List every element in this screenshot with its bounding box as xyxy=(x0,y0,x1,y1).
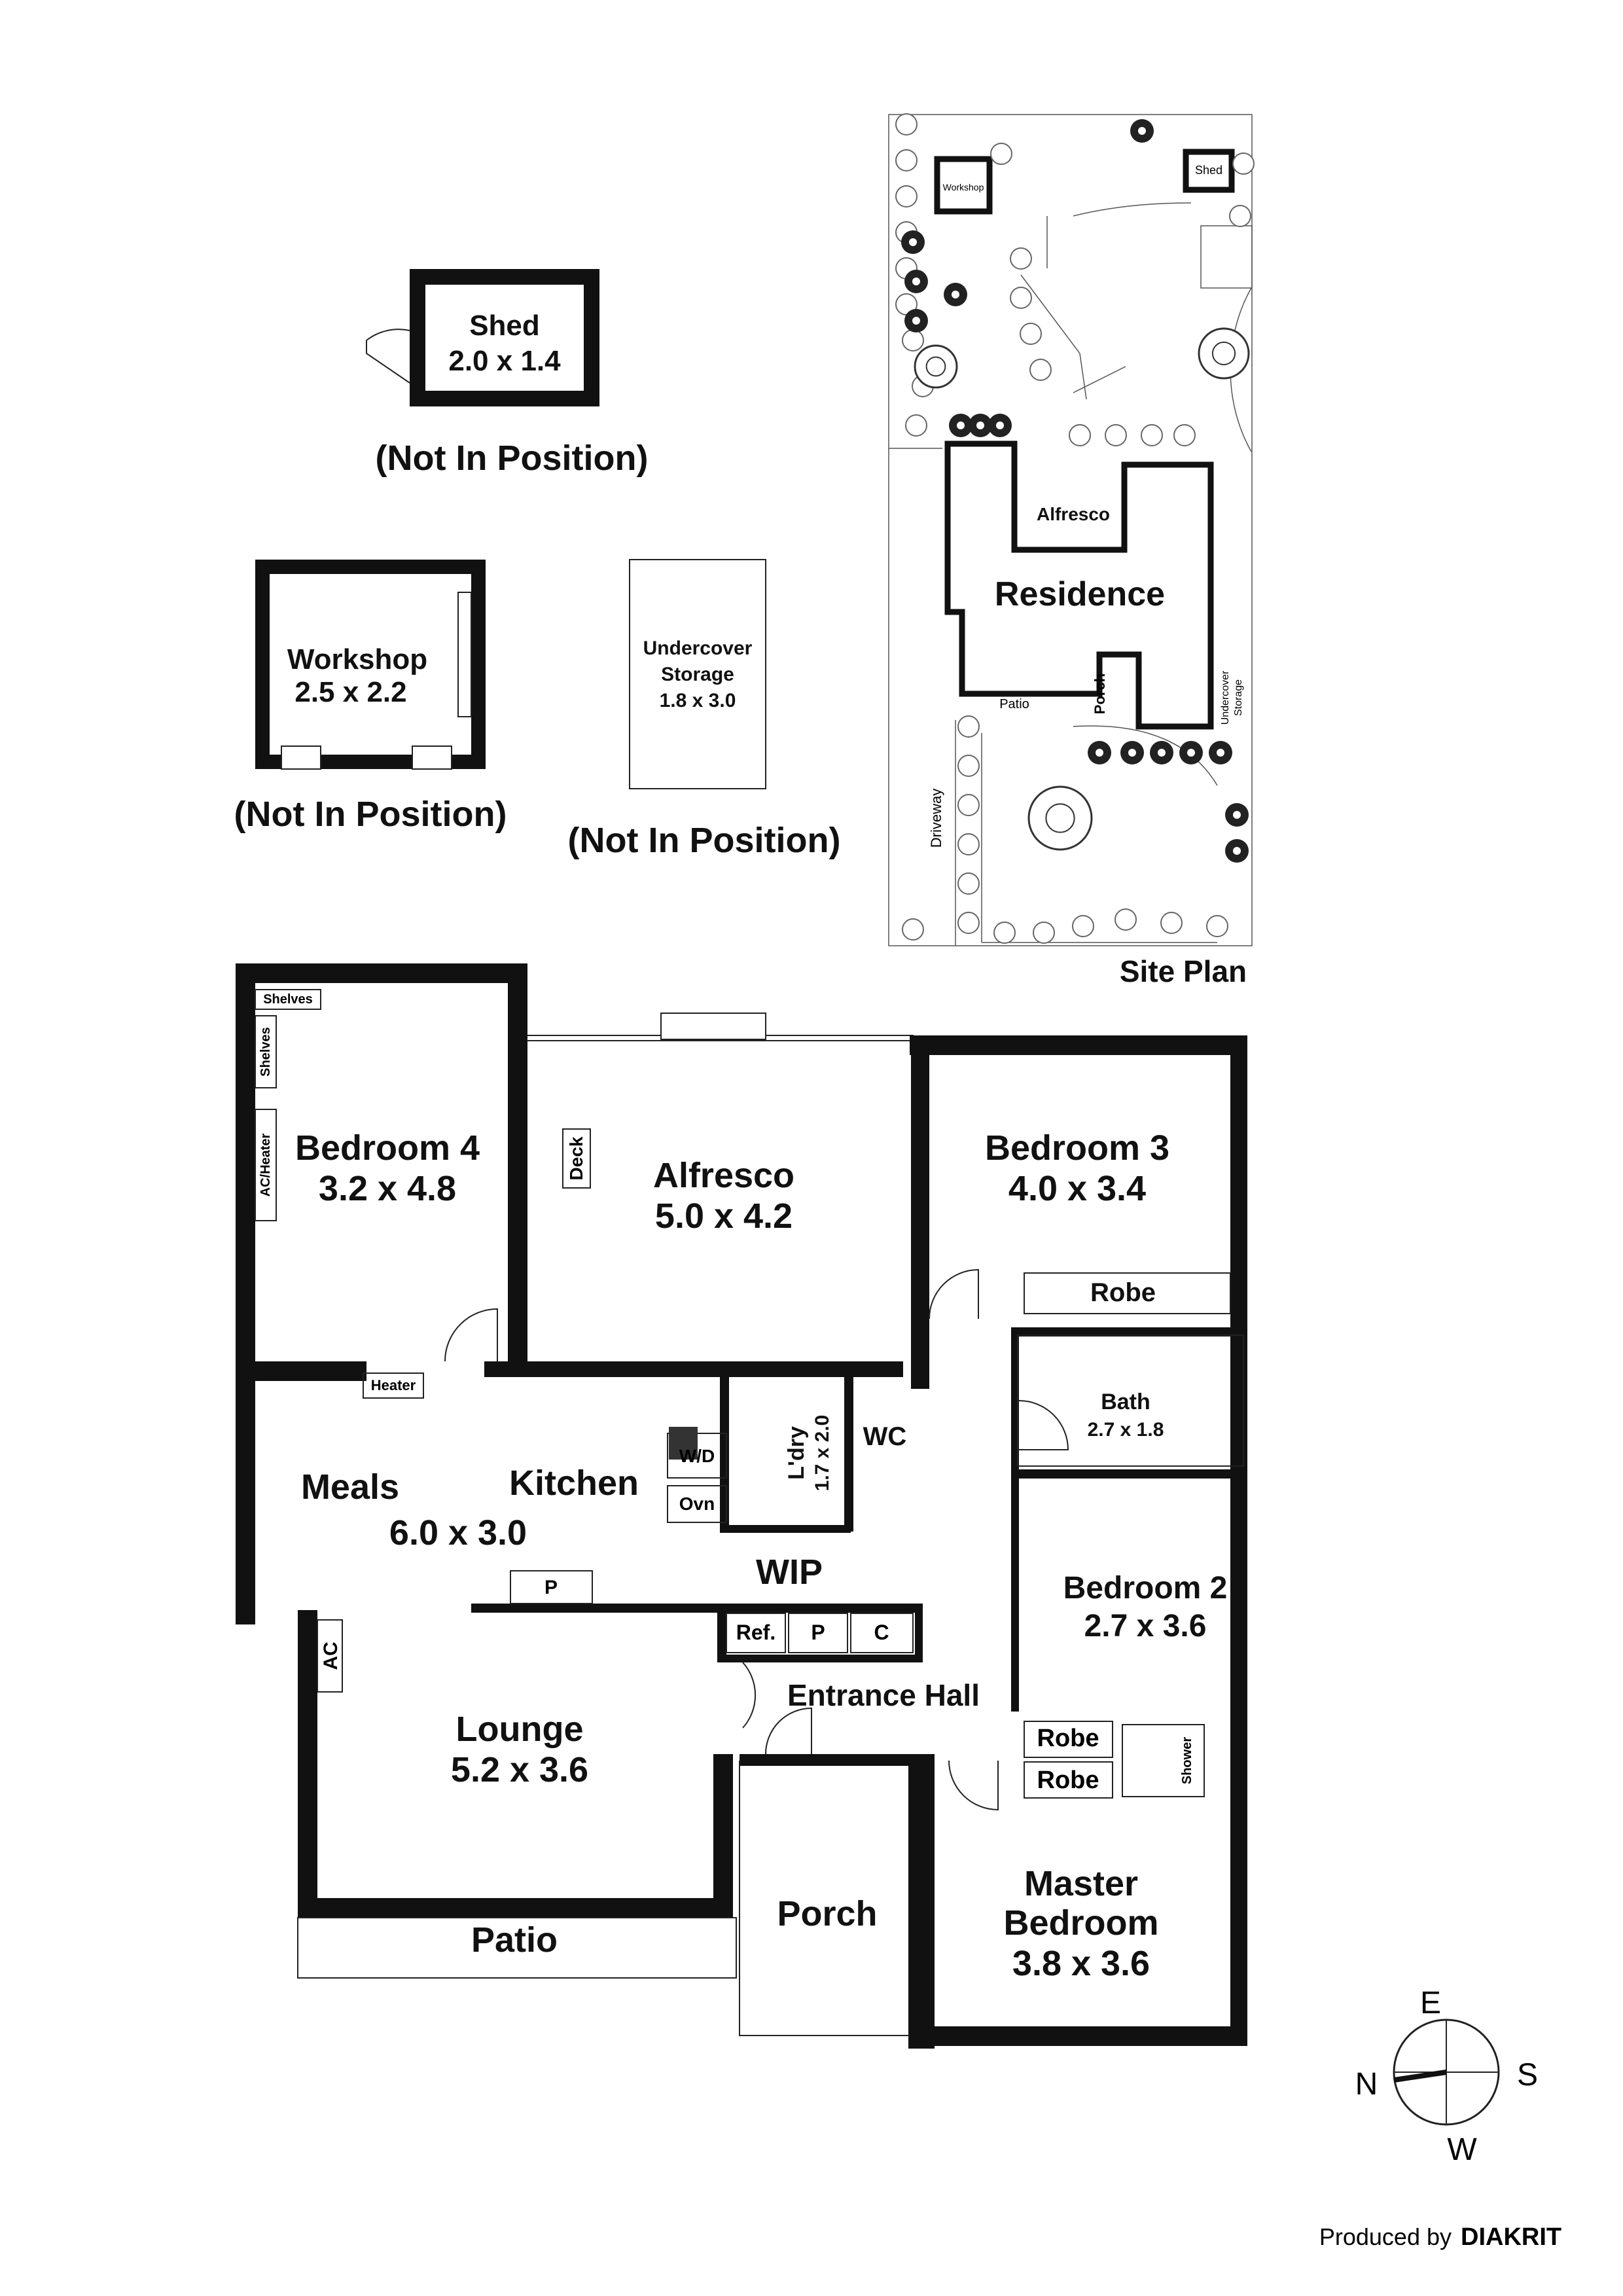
site-porch-label: Porch xyxy=(1092,673,1108,714)
laundry-size: 1.7 x 2.0 xyxy=(812,1415,833,1492)
master-label-line1: Master xyxy=(1024,1864,1138,1903)
oven-label: Ovn xyxy=(679,1494,715,1514)
bedroom4-size: 3.2 x 4.8 xyxy=(319,1169,456,1208)
bedroom2-label: Bedroom 2 xyxy=(1063,1571,1228,1605)
porch-label: Porch xyxy=(777,1894,877,1933)
robe-master1-label: Robe xyxy=(1037,1725,1099,1752)
bedroom3-size: 4.0 x 3.4 xyxy=(1008,1169,1146,1208)
ref-label: Ref. xyxy=(736,1621,776,1644)
compass-n: N xyxy=(1355,2067,1378,2102)
bedroom2-size: 2.7 x 3.6 xyxy=(1084,1609,1207,1643)
shower-label: Shower xyxy=(1180,1737,1194,1784)
alfresco-size: 5.0 x 4.2 xyxy=(655,1196,793,1236)
heater-label: Heater xyxy=(371,1377,416,1393)
shed-size: 2.0 x 1.4 xyxy=(448,345,561,377)
robe-b3-label: Robe xyxy=(1090,1278,1156,1307)
credit: Produced by DIAKRIT xyxy=(1319,2223,1561,2251)
robe-master2-label: Robe xyxy=(1037,1767,1099,1794)
storage-label-line2: Storage xyxy=(661,664,734,685)
wip-label: WIP xyxy=(756,1552,823,1592)
compass-needle xyxy=(1393,2070,1447,2083)
shed-label: Shed xyxy=(469,310,540,342)
meals-label: Meals xyxy=(301,1467,399,1507)
master-label-line2: Bedroom xyxy=(1003,1903,1158,1943)
pantry-kitchen-label: P xyxy=(544,1577,558,1598)
master-size: 3.8 x 3.6 xyxy=(1012,1944,1150,1983)
compass: E S N W xyxy=(1355,1986,1538,2167)
site-residence-label: Residence xyxy=(995,575,1165,613)
bath-label: Bath xyxy=(1101,1390,1150,1414)
credit-brand: DIAKRIT xyxy=(1461,2223,1561,2251)
shelves-top-label: Shelves xyxy=(263,992,313,1007)
storage-outbuilding: Undercover Storage 1.8 x 3.0 (Not In Pos… xyxy=(568,559,841,860)
ac-heater-label: AC/Heater xyxy=(259,1133,273,1196)
workshop-size: 2.5 x 2.2 xyxy=(294,676,406,708)
workshop-note: (Not In Position) xyxy=(234,795,507,834)
lounge-label: Lounge xyxy=(456,1710,584,1749)
compass-s: S xyxy=(1517,2058,1538,2092)
shed-outbuilding: Shed 2.0 x 1.4 (Not In Position) xyxy=(366,269,648,478)
wd-label: W/D xyxy=(679,1446,715,1466)
bedroom4-label: Bedroom 4 xyxy=(295,1128,480,1168)
site-patio-label: Patio xyxy=(999,697,1029,711)
compass-w: W xyxy=(1447,2132,1477,2167)
shelves-side-label: Shelves xyxy=(259,1027,273,1077)
pantry-wip-label: P xyxy=(811,1621,825,1644)
site-plan: Workshop Shed Alfresco Residence Patio P… xyxy=(888,113,1255,988)
wc-label: WC xyxy=(863,1422,907,1451)
ac-label: AC xyxy=(320,1641,342,1670)
alfresco-label: Alfresco xyxy=(653,1156,794,1195)
site-storage-label2: Storage xyxy=(1233,679,1244,716)
site-shed-label: Shed xyxy=(1195,164,1222,177)
deck-label: Deck xyxy=(566,1136,586,1180)
site-workshop-label: Workshop xyxy=(943,182,984,192)
storage-label-line1: Undercover xyxy=(643,637,753,659)
site-storage-label1: Undercover xyxy=(1220,670,1231,725)
bath-size: 2.7 x 1.8 xyxy=(1088,1419,1164,1441)
entrance-hall-label: Entrance Hall xyxy=(787,1678,980,1712)
laundry-label: L'dry xyxy=(784,1426,809,1480)
site-alfresco-label: Alfresco xyxy=(1037,504,1110,524)
site-vegetation xyxy=(895,113,1255,944)
patio-label: Patio xyxy=(471,1920,558,1960)
bedroom3-label: Bedroom 3 xyxy=(985,1128,1169,1168)
cupboard-label: C xyxy=(874,1621,889,1644)
storage-size: 1.8 x 3.0 xyxy=(660,690,736,711)
storage-note: (Not In Position) xyxy=(568,821,841,860)
lounge-size: 5.2 x 3.6 xyxy=(451,1750,588,1789)
site-driveway-label: Driveway xyxy=(928,789,944,848)
credit-prefix: Produced by xyxy=(1319,2223,1452,2250)
compass-e: E xyxy=(1420,1986,1441,2020)
kitchen-label: Kitchen xyxy=(509,1463,639,1503)
shed-note: (Not In Position) xyxy=(376,439,649,478)
site-plan-caption: Site Plan xyxy=(1120,954,1247,988)
main-floor-plan: Bedroom 4 3.2 x 4.8 Alfresco 5.0 x 4.2 B… xyxy=(236,963,1247,2049)
meals-kitchen-size: 6.0 x 3.0 xyxy=(389,1513,527,1552)
workshop-label: Workshop xyxy=(287,643,427,675)
workshop-outbuilding: Workshop 2.5 x 2.2 (Not In Position) xyxy=(234,560,507,834)
